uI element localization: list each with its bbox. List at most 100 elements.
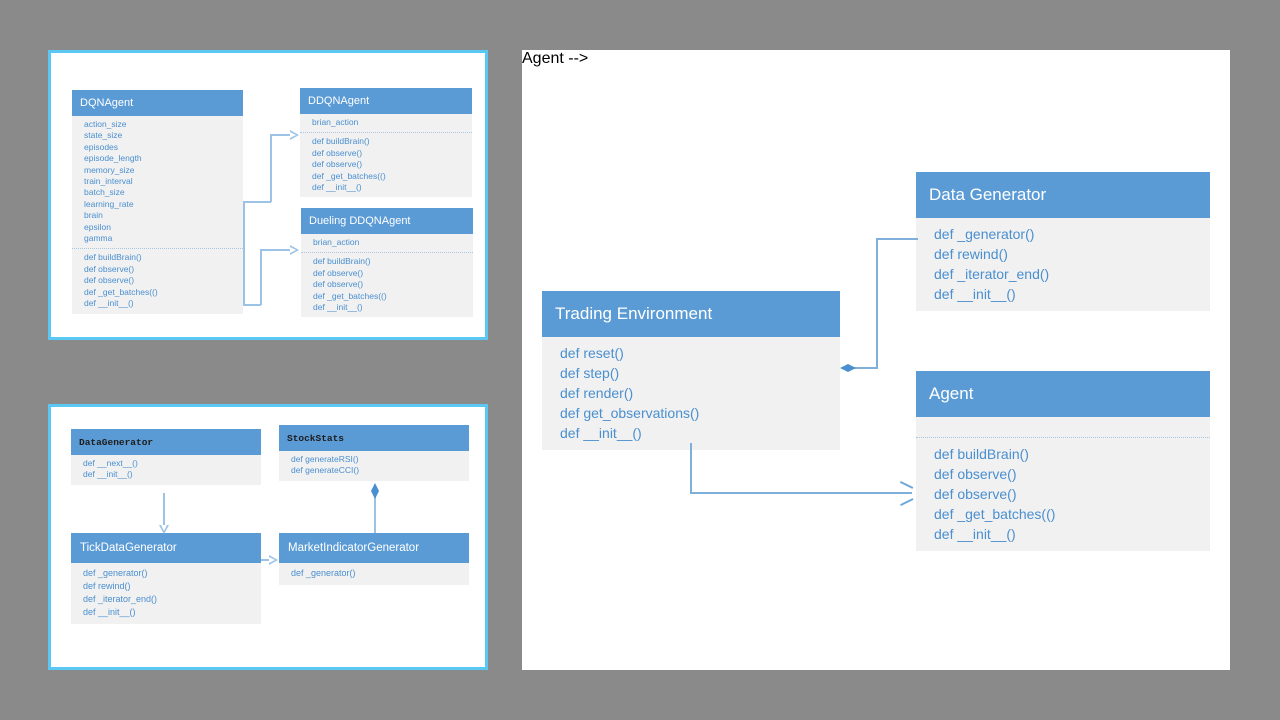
composition-diamond-trading-environment bbox=[840, 364, 856, 372]
method-row: def _iterator_end() bbox=[934, 266, 1050, 282]
connector-segment bbox=[270, 134, 296, 136]
method-row: def __init__() bbox=[84, 298, 134, 309]
method-row: def _generator() bbox=[83, 568, 148, 578]
class-box-marketindicatorgenerator[interactable]: MarketIndicatorGenerator def _generator(… bbox=[279, 533, 469, 585]
method-row: def get_observations() bbox=[560, 405, 700, 421]
method-row: def rewind() bbox=[934, 246, 1008, 262]
class-title-datagenerator: DataGenerator bbox=[71, 429, 261, 455]
methods-compartment-ddqnagent: def buildBrain() def observe() def obser… bbox=[300, 132, 472, 197]
method-row: def reset() bbox=[560, 345, 624, 361]
class-box-dueling-ddqnagent[interactable]: Dueling DDQNAgent brian_action def build… bbox=[301, 208, 473, 318]
method-row: def __next__() bbox=[83, 458, 138, 468]
attribute-row: epsilon bbox=[84, 221, 111, 232]
attribute-row: gamma bbox=[84, 233, 113, 244]
class-title-dqnagent: DQNAgent bbox=[72, 90, 243, 116]
class-body-tickdatagenerator: def _generator() def rewind() def _itera… bbox=[71, 563, 261, 624]
method-row: def observe() bbox=[313, 267, 364, 278]
attribute-row: brian_action bbox=[313, 237, 360, 247]
class-box-dqnagent[interactable]: DQNAgent action_size state_size episodes… bbox=[72, 90, 243, 314]
class-body-dqnagent: action_size state_size episodes episode_… bbox=[72, 116, 243, 314]
generalization-arrow-tickdatagenerator bbox=[159, 525, 169, 534]
connector-segment bbox=[270, 134, 272, 202]
method-row: def observe() bbox=[313, 279, 364, 290]
connector-segment bbox=[850, 367, 878, 369]
method-row: def observe() bbox=[934, 486, 1017, 502]
methods-compartment-dueling-ddqnagent: def buildBrain() def observe() def obser… bbox=[301, 252, 473, 317]
class-body-trading-environment: def reset() def step() def render() def … bbox=[542, 337, 840, 450]
class-box-tickdatagenerator[interactable]: TickDataGenerator def _generator() def r… bbox=[71, 533, 261, 624]
attribute-row: brian_action bbox=[312, 117, 359, 127]
class-title-ddqnagent: DDQNAgent bbox=[300, 88, 472, 114]
class-box-agent[interactable]: Agent def buildBrain() def observe() def… bbox=[916, 371, 1210, 551]
attribute-row: train_interval bbox=[84, 176, 133, 187]
method-row: def buildBrain() bbox=[84, 252, 142, 263]
method-row: def _get_batches(() bbox=[313, 290, 387, 301]
class-title-stockstats: StockStats bbox=[279, 425, 469, 451]
method-row: def observe() bbox=[312, 159, 363, 170]
method-row: def buildBrain() bbox=[312, 136, 370, 147]
attribute-row: memory_size bbox=[84, 164, 135, 175]
methods-compartment-data-generator: def _generator() def rewind() def _itera… bbox=[916, 218, 1210, 311]
connector-segment bbox=[261, 559, 271, 561]
class-title-trading-environment: Trading Environment bbox=[542, 291, 840, 337]
class-body-ddqnagent: brian_action def buildBrain() def observ… bbox=[300, 114, 472, 198]
method-row: def observe() bbox=[84, 263, 135, 274]
methods-compartment-datagenerator: def __next__() def __init__() bbox=[71, 455, 261, 485]
method-row: def buildBrain() bbox=[934, 446, 1029, 462]
class-body-marketindicatorgenerator: def _generator() bbox=[279, 563, 469, 585]
class-box-stockstats[interactable]: StockStats def generateRSI() def generat… bbox=[279, 425, 469, 481]
method-row: def observe() bbox=[84, 275, 135, 286]
method-row: def _generator() bbox=[291, 568, 356, 578]
generalization-arrow-marketindicatorgenerator bbox=[269, 555, 278, 565]
method-row: def __init__() bbox=[83, 469, 133, 480]
attribute-row: batch_size bbox=[84, 187, 125, 198]
methods-compartment-trading-environment: def reset() def step() def render() def … bbox=[542, 337, 840, 450]
class-box-trading-environment[interactable]: Trading Environment def reset() def step… bbox=[542, 291, 840, 450]
method-row: def _get_batches(() bbox=[312, 170, 386, 181]
class-body-stockstats: def generateRSI() def generateCCI() bbox=[279, 451, 469, 481]
system-architecture-panel: Trading Environment def reset() def step… bbox=[522, 50, 1230, 670]
connector-segment bbox=[876, 238, 918, 240]
method-row: def _get_batches(() bbox=[84, 286, 158, 297]
connector-segment bbox=[374, 489, 376, 533]
class-title-agent: Agent bbox=[916, 371, 1210, 417]
method-row: def __init__() bbox=[83, 607, 136, 617]
methods-compartment-dqnagent: def buildBrain() def observe() def obser… bbox=[72, 248, 243, 313]
class-title-tickdatagenerator: TickDataGenerator bbox=[71, 533, 261, 563]
class-box-data-generator[interactable]: Data Generator def _generator() def rewi… bbox=[916, 172, 1210, 311]
method-row: def _generator() bbox=[934, 226, 1035, 242]
connector-segment bbox=[876, 238, 878, 368]
class-box-ddqnagent[interactable]: DDQNAgent brian_action def buildBrain() … bbox=[300, 88, 472, 198]
method-row: def __init__() bbox=[934, 526, 1016, 542]
method-row: def generateRSI() bbox=[291, 454, 359, 464]
method-row: def __init__() bbox=[934, 286, 1016, 302]
method-row: def step() bbox=[560, 365, 620, 381]
composition-diamond-stockstats bbox=[371, 483, 379, 499]
connector-segment bbox=[243, 201, 245, 305]
attributes-compartment-ddqnagent: brian_action bbox=[300, 114, 472, 132]
class-body-data-generator: def _generator() def rewind() def _itera… bbox=[916, 218, 1210, 311]
method-row: def render() bbox=[560, 385, 634, 401]
attributes-compartment-dqnagent: action_size state_size episodes episode_… bbox=[72, 116, 243, 248]
connector-segment bbox=[690, 492, 912, 494]
class-body-agent: def buildBrain() def observe() def obser… bbox=[916, 417, 1210, 551]
class-title-data-generator: Data Generator bbox=[916, 172, 1210, 218]
connector-segment bbox=[690, 443, 692, 493]
attribute-row: episodes bbox=[84, 141, 119, 152]
agent-class-hierarchy-panel: DQNAgent action_size state_size episodes… bbox=[48, 50, 488, 340]
attribute-row: learning_rate bbox=[84, 198, 134, 209]
methods-compartment-stockstats: def generateRSI() def generateCCI() bbox=[279, 451, 469, 481]
method-row: def __init__() bbox=[560, 425, 642, 441]
generalization-arrow-ddqnagent bbox=[290, 130, 299, 140]
class-box-datagenerator[interactable]: DataGenerator def __next__() def __init_… bbox=[71, 429, 261, 485]
attribute-row: episode_length bbox=[84, 153, 142, 164]
attribute-row: brain bbox=[84, 210, 103, 221]
method-row: def _get_batches(() bbox=[934, 506, 1056, 522]
connector-segment bbox=[163, 493, 165, 527]
connector-segment bbox=[260, 249, 262, 305]
method-row: def _iterator_end() bbox=[83, 594, 158, 604]
method-row: def __init__() bbox=[312, 182, 362, 193]
methods-compartment-agent: def buildBrain() def observe() def obser… bbox=[916, 437, 1210, 551]
method-row: def generateCCI() bbox=[291, 465, 360, 476]
attributes-compartment-dueling-ddqnagent: brian_action bbox=[301, 234, 473, 252]
